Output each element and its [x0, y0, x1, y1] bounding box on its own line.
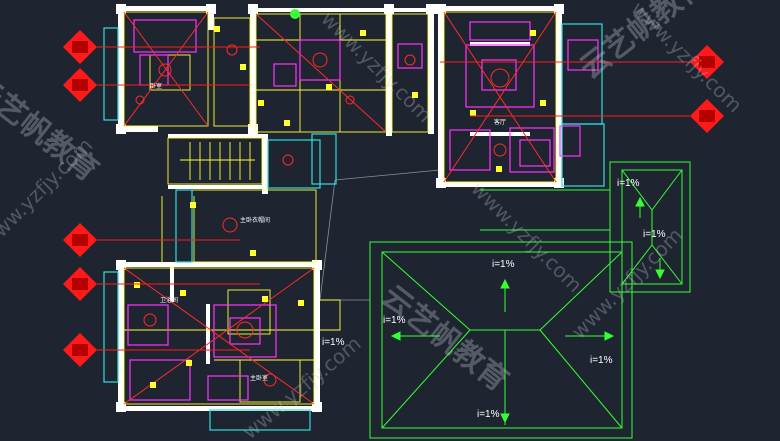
downlight-markers — [134, 26, 546, 388]
slope-label: i=1% — [477, 409, 500, 420]
north-marker — [290, 9, 300, 19]
slope-label: i=1% — [492, 259, 515, 270]
watermark: 云艺帆教育 云艺帆教育 云艺帆教育 www.yzfjy.com www.yzfj… — [0, 0, 747, 441]
room-label: 客厅 — [494, 118, 506, 126]
index-tag — [690, 99, 724, 133]
furniture — [127, 19, 599, 401]
reference-lines — [319, 169, 441, 301]
index-tag — [690, 45, 724, 79]
watermark-url: www.yzfjy.com — [567, 223, 688, 344]
index-tag — [63, 68, 97, 102]
index-tag — [63, 223, 97, 257]
leader-lines — [97, 46, 690, 351]
slope-label: i=1% — [643, 229, 666, 240]
slope-label: i=1% — [383, 315, 406, 326]
watermark-brand: 云艺帆教育 — [375, 279, 515, 399]
watermark-url: www.yzfjy.com — [466, 177, 587, 298]
floor-plan-outlines — [123, 11, 557, 405]
room-label: 卫浴间 — [160, 296, 178, 304]
slope-label: i=1% — [590, 355, 613, 366]
watermark-url: www.yzfjy.com — [626, 0, 747, 117]
room-label: 卧室 — [150, 82, 162, 90]
watermark-url: www.yzfjy.com — [316, 7, 437, 128]
room-label: 主卧衣帽间 — [240, 216, 270, 224]
index-tags — [63, 30, 724, 367]
pipes — [103, 23, 605, 431]
roof-plan — [369, 161, 691, 439]
slope-label: i=1% — [617, 178, 640, 189]
floor-plan-walls — [116, 4, 564, 412]
index-tag — [63, 267, 97, 301]
index-tag — [63, 333, 97, 367]
slope-label: i=1% — [322, 337, 345, 348]
lighting-fixtures — [123, 11, 557, 405]
watermark-url: www.yzfjy.com — [238, 331, 366, 441]
room-label: 主卧室 — [250, 374, 268, 382]
index-tag — [63, 30, 97, 64]
